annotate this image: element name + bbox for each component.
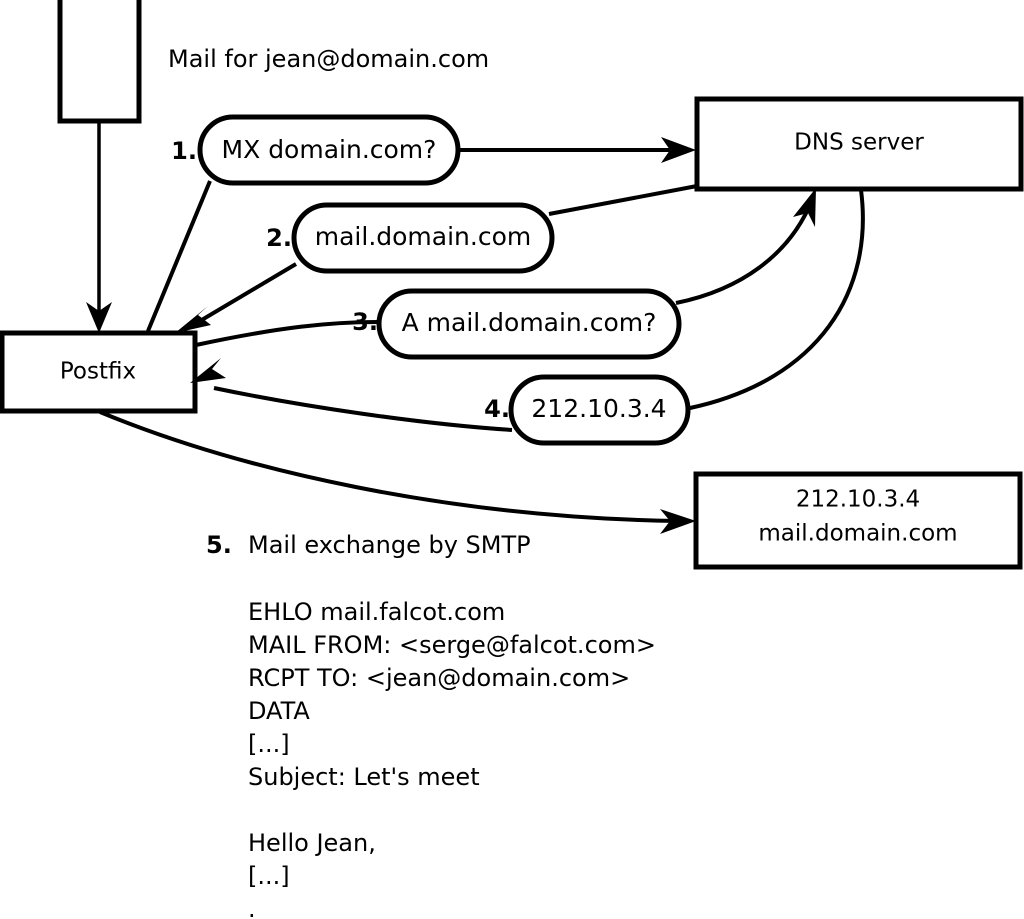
- step5-label: Mail exchange by SMTP: [248, 531, 531, 559]
- arrowhead-client-to-postfix: [86, 302, 112, 333]
- node-postfix: [0, 330, 198, 414]
- node-remote-mx-ip: 212.10.3.4: [796, 487, 920, 513]
- node-sender-client: [57, 0, 142, 124]
- edge-postfix-to-remote-mx: [99, 410, 681, 523]
- transcript-line-9: .: [248, 895, 256, 919]
- transcript-line-7: Hello Jean,: [248, 829, 376, 857]
- step-number-3: 3.: [352, 308, 378, 336]
- step-number-2: 2.: [266, 224, 292, 252]
- node-postfix-label: Postfix: [60, 359, 136, 385]
- step-number-1: 1.: [171, 137, 197, 165]
- node-remote-mx: [693, 471, 1023, 570]
- bubble-step-1-label: MX domain.com?: [222, 135, 437, 164]
- arrowhead-step3-to-dns: [793, 188, 816, 227]
- bubble-step-3: [376, 288, 682, 360]
- bubble-step-3-label: A mail.domain.com?: [402, 308, 657, 337]
- step-number-4: 4.: [484, 395, 510, 423]
- arrowhead-step1-to-dns: [661, 137, 696, 163]
- bubble-step-4-label: 212.10.3.4: [531, 394, 666, 423]
- edge-dns-to-step4: [689, 189, 865, 410]
- edge-step2-to-postfix: [198, 262, 298, 323]
- arrowhead-step2-to-postfix: [175, 306, 211, 333]
- transcript-line-0: EHLO mail.falcot.com: [248, 598, 505, 626]
- node-dns-server-label: DNS server: [794, 130, 924, 156]
- caption-mail-for: Mail for jean@domain.com: [168, 45, 489, 73]
- transcript-line-4: [...]: [248, 730, 290, 758]
- bubble-step-1: [197, 114, 461, 186]
- edge-step3-to-dns: [675, 199, 814, 305]
- transcript-line-1: MAIL FROM: <serge@falcot.com>: [248, 631, 656, 659]
- arrowhead-postfix-to-remote-mx: [660, 509, 696, 534]
- edge-postfix-to-step1: [146, 180, 212, 332]
- step-number-5: 5.: [206, 531, 232, 559]
- edge-step4-to-postfix: [213, 386, 513, 432]
- bubble-step-2: [291, 202, 555, 274]
- transcript-line-3: DATA: [248, 697, 310, 725]
- transcript-line-2: RCPT TO: <jean@domain.com>: [248, 664, 630, 692]
- edge-dns-to-step2: [548, 184, 698, 216]
- bubble-step-4: [508, 374, 691, 446]
- edge-postfix-to-step3: [195, 320, 379, 347]
- node-remote-mx-host: mail.domain.com: [758, 521, 957, 547]
- node-dns-server: [694, 96, 1024, 192]
- transcript-line-5: Subject: Let's meet: [248, 763, 480, 791]
- transcript-line-8: [...]: [248, 862, 290, 890]
- bubble-step-2-label: mail.domain.com: [315, 222, 531, 251]
- arrowhead-step4-to-postfix: [190, 358, 226, 383]
